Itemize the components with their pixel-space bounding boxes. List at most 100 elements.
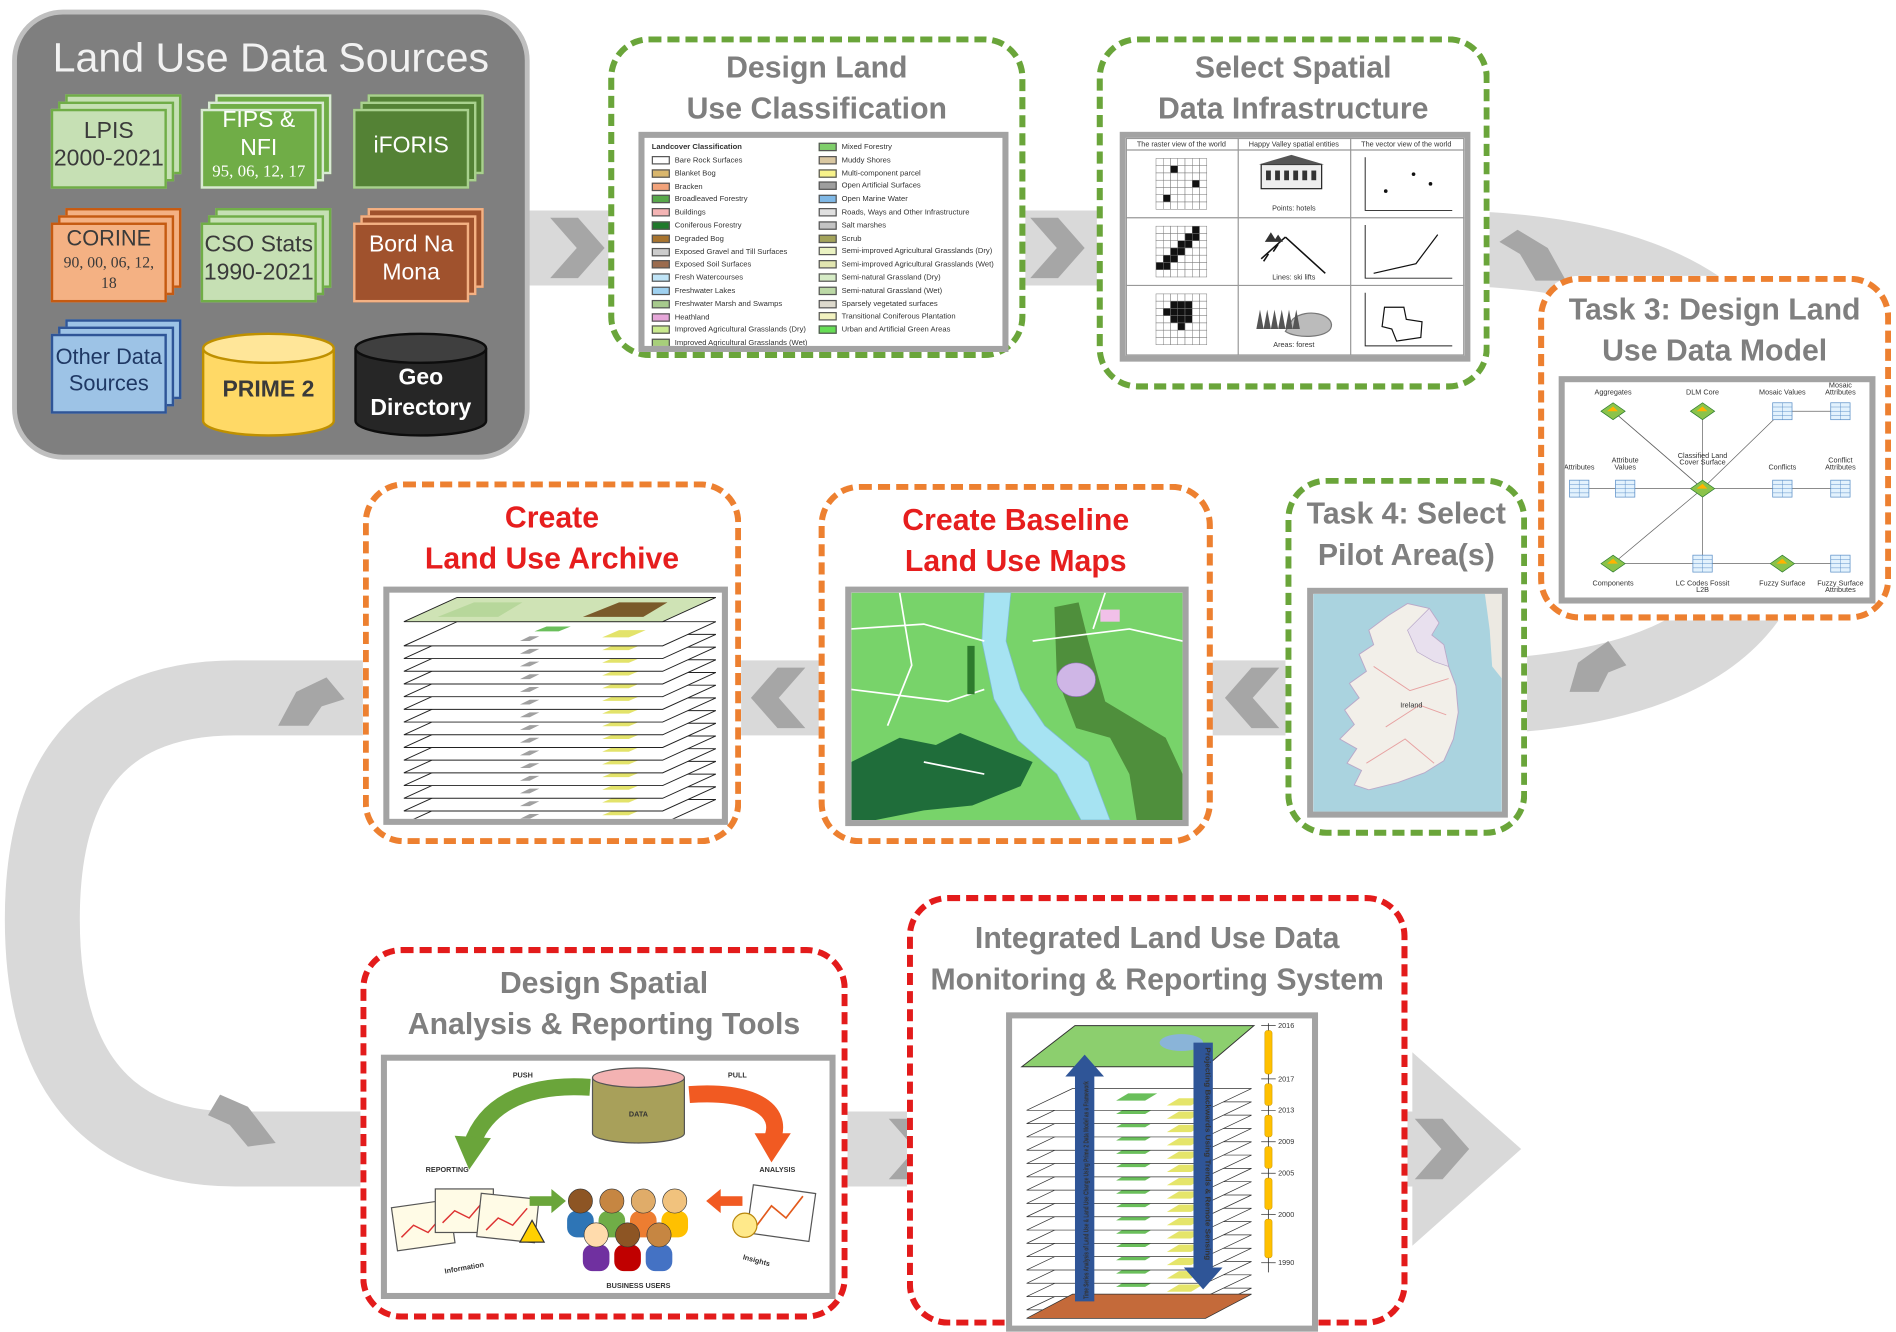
integrated-frame: Time Series Analysis of Land Use & Land … [1006,1012,1319,1332]
data-source-line: LPIS [83,118,134,144]
legend-label: Semi-improved Agricultural Grasslands (W… [841,260,994,269]
step-land-use-archive: Create Land Use Archive [362,481,742,845]
business-user-head [583,1222,609,1248]
vector-axes [1364,292,1453,347]
cylinder-shape [201,332,335,437]
chevron-right-icon [550,217,605,279]
archive-layer-patch [519,801,540,807]
legend-entry: Freshwater Marsh and Swamps [651,299,782,308]
raster-cell [1184,194,1193,203]
document-sheet [353,108,470,189]
raster-cell [1170,194,1179,203]
business-users-label: BUSINESS USERS [606,1281,670,1290]
raster-cell [1177,225,1186,234]
vector-line [1373,234,1439,274]
model-node-label: L2B [1696,585,1709,594]
legend-label: Multi-component parcel [841,169,921,178]
legend-label: Blanket Bog [674,169,716,178]
data-source-line: Geo [398,365,444,391]
archive-top-layer [403,597,717,623]
legend-entry: Salt marshes [818,221,887,230]
raster-cell [1184,165,1193,174]
model-node-label: Components [1593,578,1634,587]
report-chart-line [442,1200,485,1224]
timeline-year: 2016 [1278,1021,1294,1030]
archive-layer-patch [519,648,540,654]
raster-cell [1163,247,1171,256]
legend-label: Sparsely vegetated surfaces [841,299,938,309]
archive-layer-patch [519,674,540,680]
raster-cell [1192,201,1200,210]
archive-layer-patch [602,630,646,638]
model-node-label: Fuzzy Surface [1759,578,1805,587]
britain-coast [1484,593,1502,679]
raster-cell [1192,329,1200,338]
raster-cell [1192,187,1200,195]
surface-node-icon [1769,554,1796,573]
raster-cell [1163,158,1171,166]
raster-cell [1163,315,1171,324]
surface-node-icon [1600,554,1626,573]
map-label: Ireland [1400,701,1422,710]
raster-cell [1163,225,1171,234]
raster-cell [1155,165,1164,174]
raster-cell [1170,172,1179,181]
legend-label: Salt marshes [841,221,887,230]
legend-heading: Landcover Classification [651,142,742,152]
data-source-line: Other Data [55,344,163,369]
data-source-line: Bord Na [368,232,454,258]
push-arrowhead [454,1135,491,1170]
database-body-icon [591,1077,686,1144]
legend-entry: Buildings [651,208,706,217]
data-source-line: 2000-2021 [53,146,164,172]
raster-cell [1199,240,1208,249]
raster-cell [1170,201,1179,210]
model-node-label: Attributes [1825,387,1856,396]
data-sources-title: Land Use Data Sources [52,35,490,82]
timeline-interval [1264,1146,1273,1169]
analysis-label: ANALYSIS [759,1165,795,1174]
chevron-right-icon [1414,1118,1470,1180]
vector-axes [1364,224,1453,279]
raster-cell [1155,329,1164,338]
archive-layer-patch [519,788,540,794]
legend-swatch [818,194,837,204]
legend-swatch [818,247,837,256]
raster-cell [1184,201,1193,210]
legend-label: Semi-improved Agricultural Grasslands (D… [841,247,993,256]
legend-label: Open Artificial Surfaces [841,182,921,191]
raster-cell [1177,293,1186,302]
legend-swatch [651,169,670,178]
model-node-label: Mosaic Values [1759,387,1806,396]
document-sheet [353,222,470,303]
archive-layer-patch [519,686,540,692]
model-node-label: Cover Surface [1679,457,1725,466]
raster-cell [1192,165,1200,174]
report-chart-line [485,1207,528,1231]
archive-layer-patch [519,775,540,781]
raster-cell [1192,300,1200,309]
database-cylinder-icon: PRIME 2 [201,331,336,437]
raster-cell [1184,300,1193,309]
archive-layer-patch [519,813,540,819]
step-title: Design Land Use Classification [686,50,948,126]
raster-cell [1155,187,1164,195]
pull-small-arrow [706,1188,743,1214]
northern-ireland-region [1407,607,1450,667]
chevron-right-icon [1030,217,1085,279]
time-series-arrow-label: Time Series Analysis of Land Use & Land … [1081,1081,1090,1299]
raster-cell [1184,293,1193,302]
data-source-line: 90, 00, 06, 12, [63,252,155,271]
legend-entry: Coniferous Forestry [651,221,742,230]
raster-cell [1163,240,1171,249]
pull-label: PULL [728,1071,747,1080]
legend-entry: Urban and Artificial Green Areas [818,325,950,334]
legend-swatch [651,338,670,346]
raster-cell [1177,315,1186,324]
raster-cell [1163,269,1171,278]
legend-label: Muddy Shores [841,155,891,165]
